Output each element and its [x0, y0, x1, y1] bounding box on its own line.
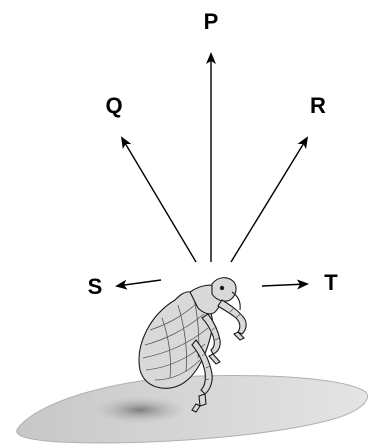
arrow-r	[231, 138, 307, 262]
direction-arrows	[117, 54, 307, 286]
arrow-s	[117, 280, 161, 286]
label-r: R	[310, 93, 326, 118]
label-t: T	[324, 270, 338, 295]
label-s: S	[88, 274, 103, 299]
arrow-t	[262, 284, 307, 286]
label-q: Q	[105, 93, 122, 118]
ground-shadow	[92, 396, 188, 424]
label-p: P	[204, 9, 219, 34]
arrow-q	[122, 138, 196, 262]
